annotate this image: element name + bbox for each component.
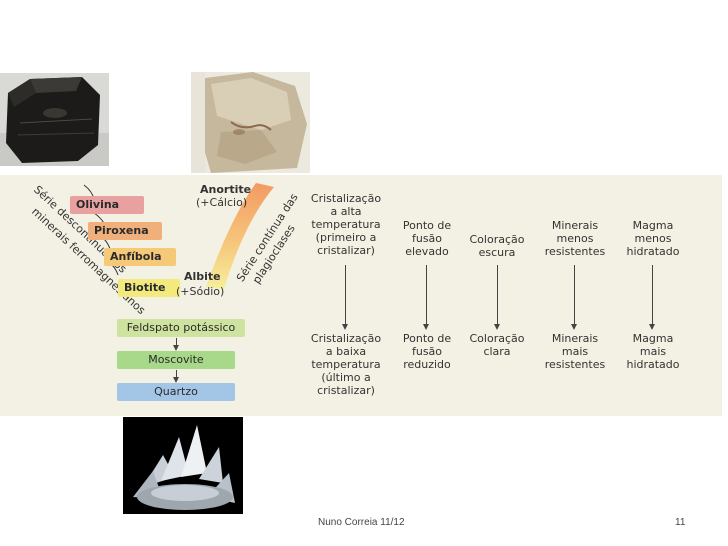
arrow-color: [494, 265, 500, 330]
quartz-crystal-photo: [123, 417, 243, 514]
arrow-moscovite-to-quartzo: [173, 370, 179, 383]
arrow-magma: [649, 265, 655, 330]
arrow-feldspato-to-moscovite: [173, 338, 179, 351]
albite-note: (+Sódio): [176, 285, 225, 298]
bottom-melting-point-text: Ponto de fusão reduzido: [402, 332, 452, 371]
mineral-box-quartzo: Quartzo: [117, 383, 235, 401]
page-number: 11: [675, 517, 686, 528]
arrow-resistance: [571, 265, 577, 330]
mineral-box-olivina: Olivina: [70, 196, 144, 214]
albite-label: Albite: [184, 270, 221, 283]
light-mineral-photo: [191, 72, 310, 173]
bottom-magma-text: Magma mais hidratado: [626, 332, 680, 371]
footer-author: Nuno Correia 11/12: [318, 517, 405, 528]
mineral-box-piroxena: Piroxena: [88, 222, 162, 240]
plagioclase-gradient-band: [206, 183, 274, 289]
bottom-crystallization-text: Cristalização a baixa temperatura (últim…: [310, 332, 382, 397]
anortite-note: (+Cálcio): [196, 196, 248, 209]
top-melting-point-text: Ponto de fusão elevado: [402, 219, 452, 258]
bottom-resistance-text: Minerais mais resistentes: [544, 332, 606, 371]
top-resistance-text: Minerais menos resistentes: [544, 219, 606, 258]
mineral-box-anfibola: Anfíbola: [104, 248, 176, 266]
top-magma-text: Magma menos hidratado: [626, 219, 680, 258]
arrow-melting-point: [423, 265, 429, 330]
mineral-box-feldspato-potassico: Feldspato potássico: [117, 319, 245, 337]
top-crystallization-text: Cristalização a alta temperatura (primei…: [310, 192, 382, 257]
bottom-color-text: Coloração clara: [469, 332, 525, 358]
bowen-reaction-series-diagram: Série descontínua dos minerais ferromagn…: [0, 175, 722, 416]
mineral-box-moscovite: Moscovite: [117, 351, 235, 369]
anortite-label: Anortite: [200, 183, 252, 196]
dark-mineral-photo: [0, 73, 109, 166]
mineral-box-biotite: Biotite: [118, 279, 180, 297]
arrow-crystallization: [342, 265, 348, 330]
top-color-text: Coloração escura: [469, 233, 525, 259]
